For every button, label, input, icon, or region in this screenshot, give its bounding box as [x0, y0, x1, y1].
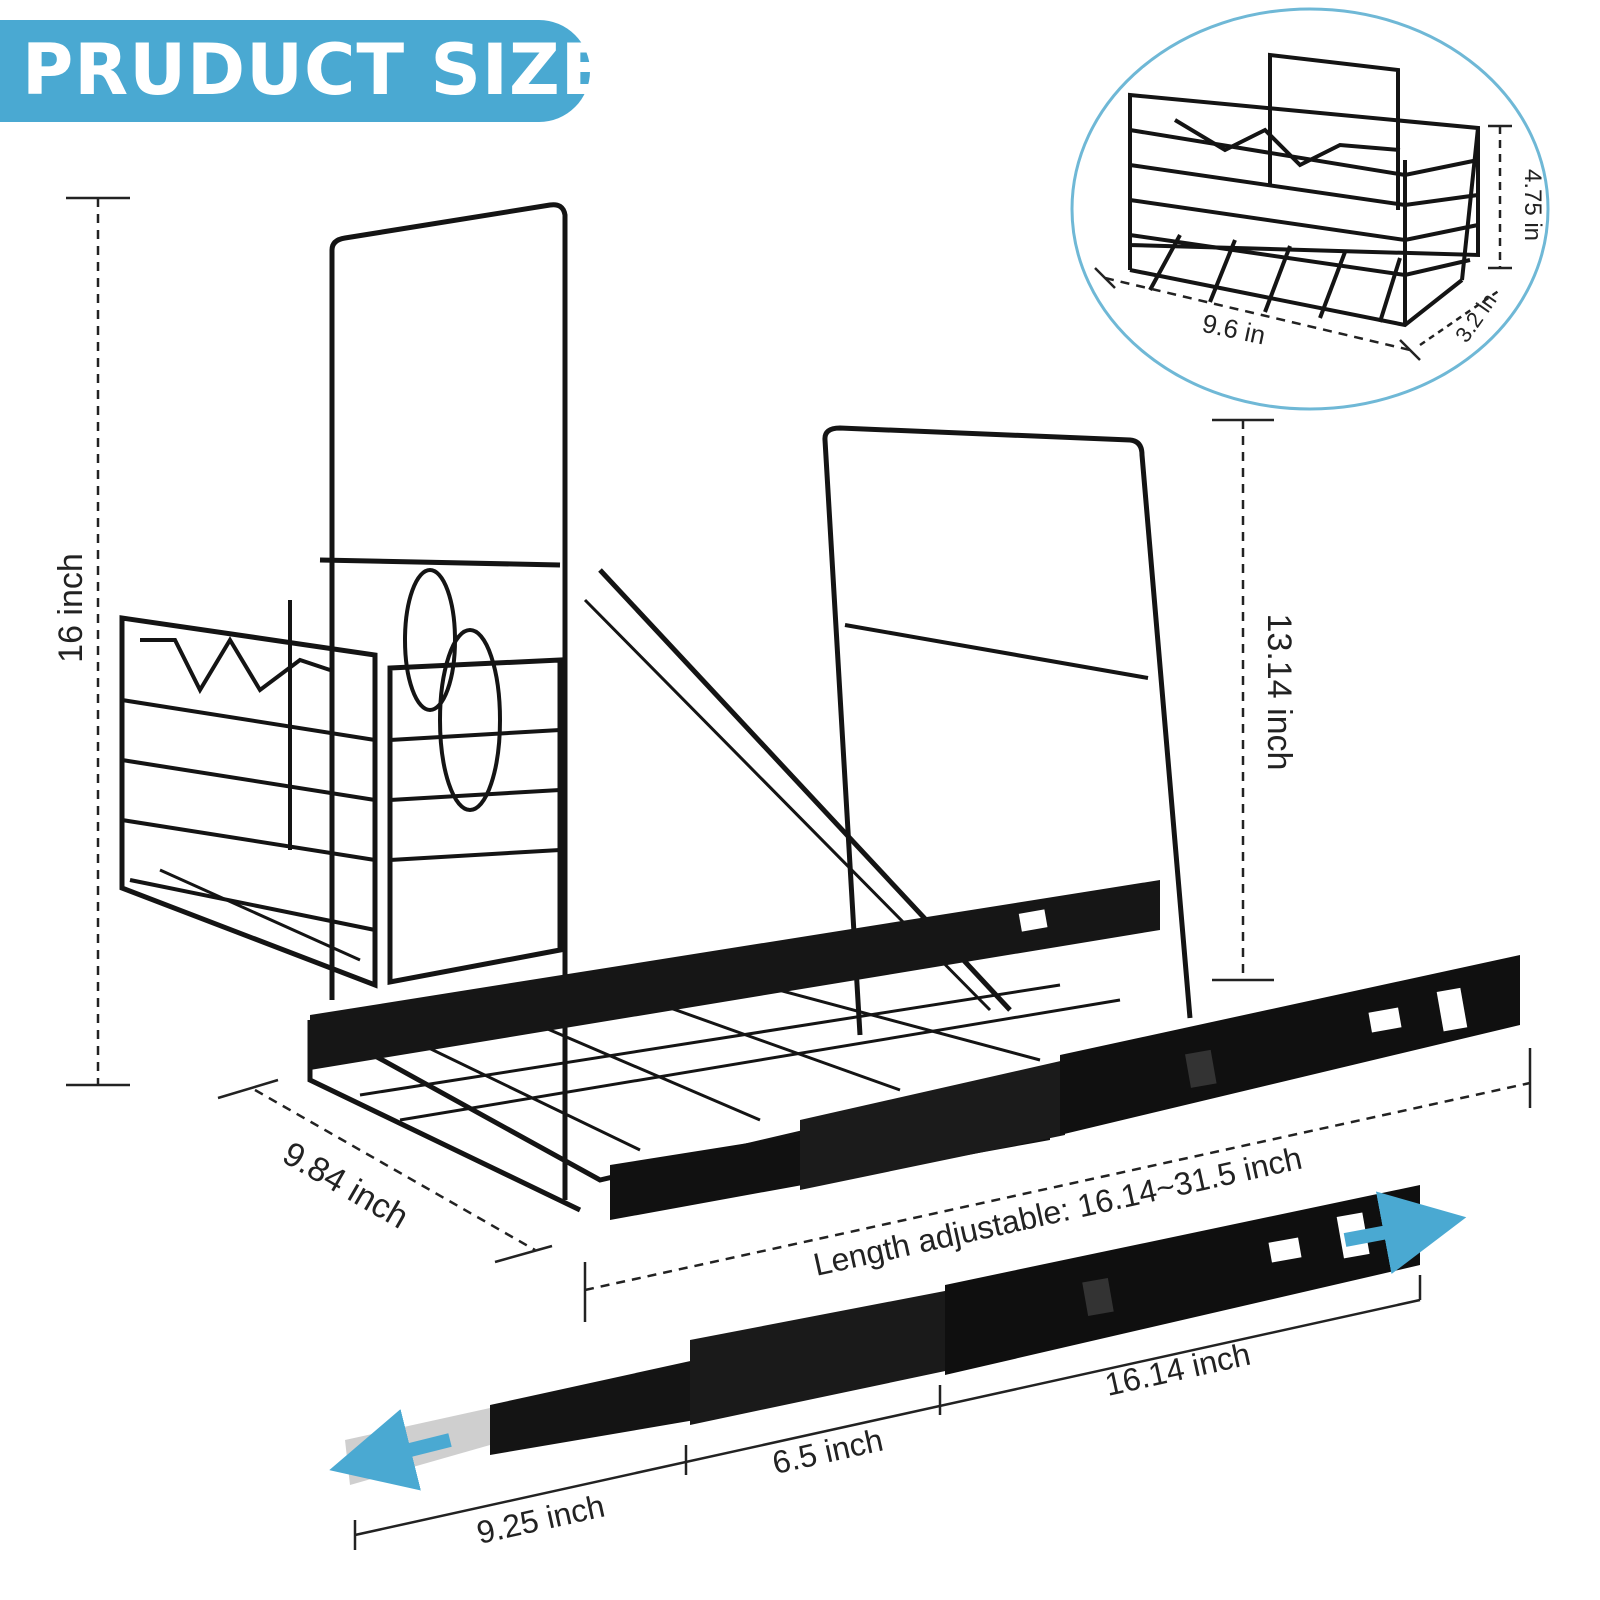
inset-basket-circle: 9.6 in 4.75 in 3.2 in	[1070, 7, 1550, 411]
banner-title: PRUDUCT SIZE	[22, 29, 610, 111]
inset-dimension-lines	[1094, 124, 1512, 361]
basket-height-label: 4.75 in	[1519, 169, 1546, 241]
inner-height-label: 13.14 inch	[1260, 614, 1298, 771]
main-drawer-slides	[310, 880, 1520, 1220]
rail-segment-1-label: 9.25 inch	[473, 1488, 608, 1551]
dimension-lines	[66, 196, 1532, 1550]
extend-arrow-left	[329, 1409, 452, 1491]
loose-drawer-slide	[329, 1185, 1467, 1491]
inset-basket-illustration	[1128, 52, 1480, 328]
extend-arrow-right	[1343, 1191, 1467, 1275]
title-banner: PRUDUCT SIZE	[0, 20, 609, 122]
rail-segment-3-label: 16.14 inch	[1102, 1336, 1254, 1403]
height-label: 16 inch	[52, 553, 90, 663]
width-label: 9.84 inch	[276, 1135, 415, 1237]
pull-out-organizer-illustration	[119, 202, 1201, 1213]
